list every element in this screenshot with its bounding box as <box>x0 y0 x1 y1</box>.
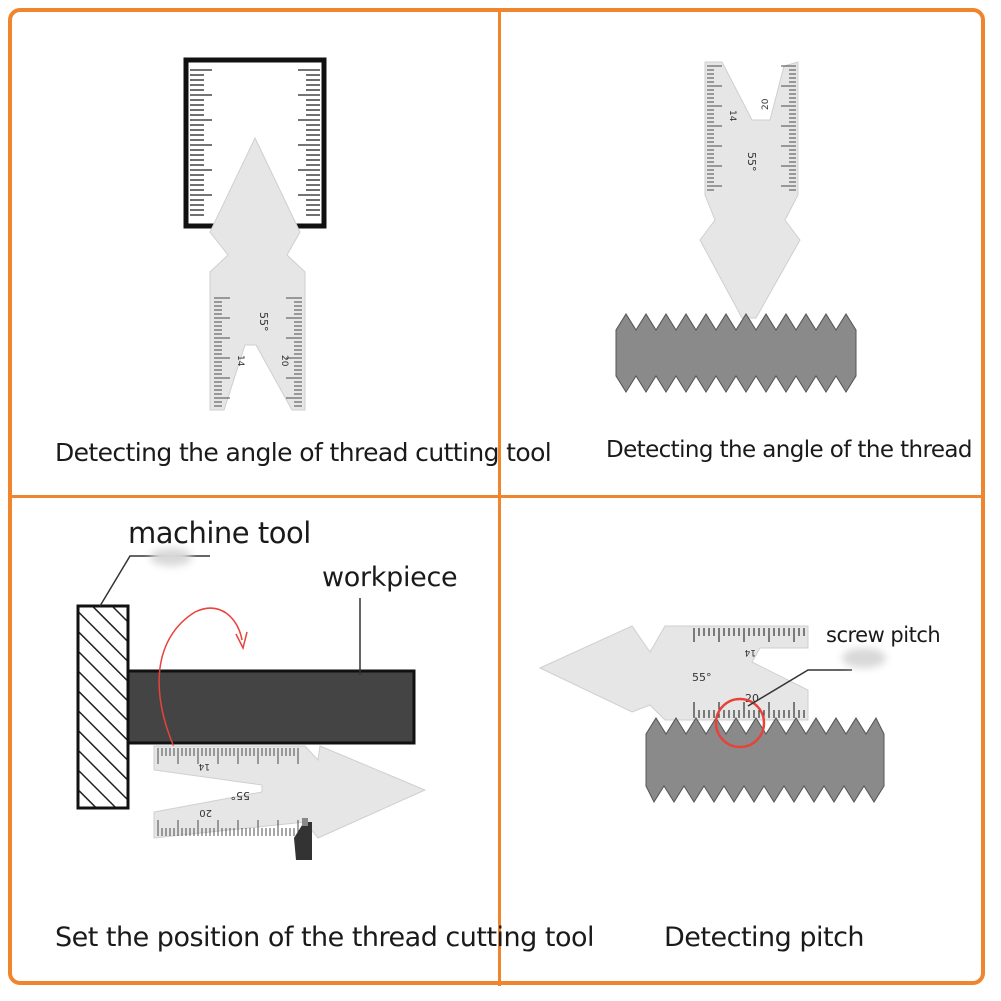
gauge-body <box>538 625 809 721</box>
label-machine-tool: machine tool <box>128 516 311 550</box>
gauge-mark-14: 14 <box>235 355 245 367</box>
gauge-mark-14: 14 <box>727 110 737 122</box>
panel-pitch-art: 55° 14 20 <box>538 625 885 804</box>
gauge-mark-14: 14 <box>198 761 210 771</box>
gauge-body <box>209 136 306 411</box>
label-shadow <box>150 548 192 566</box>
gauge-body <box>153 745 427 839</box>
screw-pitch-leader <box>747 669 852 707</box>
label-workpiece: workpiece <box>322 562 458 593</box>
gauge-angle-mark: 55° <box>231 789 251 802</box>
gauge-scale-ticks <box>693 628 805 718</box>
label-screw-pitch: screw pitch <box>826 623 941 647</box>
rotation-arrow-head <box>235 631 248 651</box>
machine-tool-leader <box>99 555 210 607</box>
gauge-scale-ticks <box>707 65 796 191</box>
tool-left-ticks <box>190 69 212 216</box>
gauge-mark-14: 14 <box>744 647 756 657</box>
gauge-scale-ticks <box>214 297 302 407</box>
machine-tool-chuck <box>76 604 130 810</box>
gauge-mark-20: 20 <box>279 355 289 367</box>
gauge-mark-20: 20 <box>199 807 212 818</box>
caption-pitch: Detecting pitch <box>664 922 865 953</box>
caption-tool-position: Set the position of the thread cutting t… <box>55 922 595 953</box>
tool-right-ticks <box>298 69 320 216</box>
caption-thread-angle: Detecting the angle of the thread <box>606 437 972 463</box>
gauge-body <box>699 61 801 319</box>
caption-tool-angle: Detecting the angle of thread cutting to… <box>55 438 552 467</box>
gauge-scale-ticks <box>157 748 299 836</box>
rotation-arrow <box>158 607 243 761</box>
cutting-bit-tip <box>302 818 308 826</box>
gauge-angle-mark: 55° <box>692 671 712 684</box>
threaded-rod <box>615 313 857 393</box>
horizontal-divider <box>10 495 985 498</box>
panel-tool-position-art: 55° 14 20 <box>76 555 427 860</box>
panel-tool-angle-art: 55° 14 20 <box>183 57 327 411</box>
vertical-divider <box>498 10 501 986</box>
pitch-highlight-circle <box>714 697 766 749</box>
cutting-bit <box>294 822 312 860</box>
workpiece-bar <box>126 669 416 745</box>
gauge-mark-20: 20 <box>761 98 771 110</box>
label-shadow <box>842 648 886 668</box>
threaded-rod <box>645 716 885 804</box>
gauge-angle-mark: 55° <box>257 312 270 332</box>
gauge-angle-mark: 55° <box>745 152 758 172</box>
panel-thread-angle-art: 55° 14 20 <box>615 61 857 393</box>
